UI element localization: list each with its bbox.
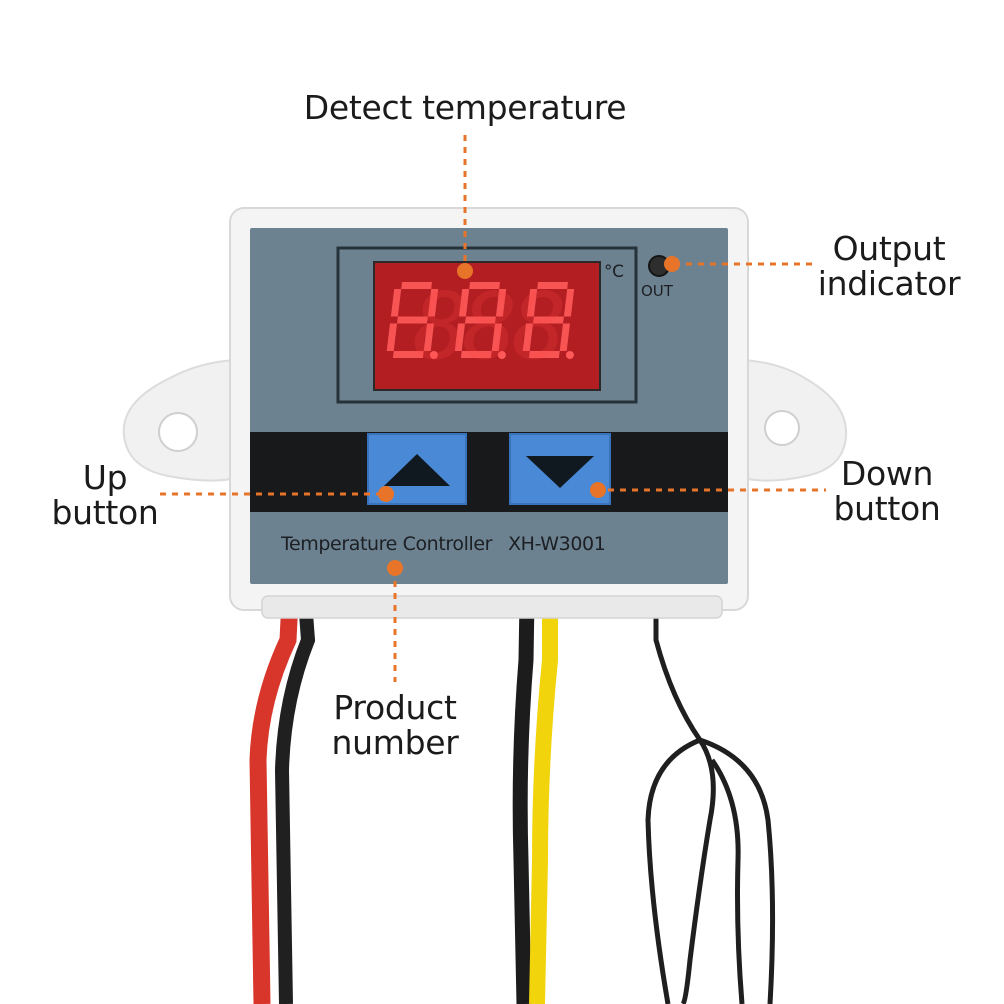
product-label: Temperature Controller XH-W3001	[281, 533, 606, 555]
segment-d	[528, 351, 560, 358]
callout-output-indicator-line1: Output	[832, 229, 946, 268]
segment-b	[427, 289, 439, 317]
display-bezel-outline	[336, 246, 638, 404]
segment-d	[392, 351, 424, 358]
callout-output-indicator: Output indicator	[808, 231, 970, 301]
callout-product-number: Product number	[315, 690, 475, 760]
up-button-dot	[378, 486, 394, 502]
segment-a	[469, 282, 500, 289]
segment-a	[401, 282, 432, 289]
celsius-unit-label: °C	[604, 262, 624, 282]
segment-b	[563, 289, 575, 317]
callout-down-button: Down button	[818, 456, 956, 526]
segment-e	[454, 323, 465, 351]
sensor-cable	[645, 600, 776, 1004]
callout-up-button-line2: button	[51, 493, 159, 532]
callout-up-button-line1: Up	[82, 458, 128, 497]
down-button-dot	[590, 482, 606, 498]
segment-g	[533, 316, 564, 324]
red-wire	[249, 599, 299, 1004]
down-arrow-icon	[526, 456, 594, 488]
segment-g	[465, 316, 496, 324]
button-strip	[250, 432, 728, 512]
seven-segment-digits	[386, 282, 575, 359]
callout-dots	[378, 256, 680, 576]
segment-f	[390, 289, 402, 317]
display-readout: 888	[412, 272, 567, 380]
segment-decimal-point	[565, 351, 574, 359]
segment-decimal-point	[429, 351, 438, 359]
black-relay-wire	[512, 599, 535, 1004]
callout-product-number-line1: Product	[333, 688, 457, 727]
segment-a	[537, 282, 568, 289]
callout-product-number-line2: number	[331, 723, 459, 762]
up-arrow-icon	[384, 454, 450, 486]
callout-down-button-line1: Down	[840, 454, 934, 493]
callout-detect-temperature-text: Detect temperature	[303, 88, 627, 127]
out-label: OUT	[641, 282, 673, 300]
callout-up-button: Up button	[30, 460, 180, 530]
left-mounting-hole	[158, 412, 198, 452]
callout-detect-temperature: Detect temperature	[290, 90, 640, 125]
callout-down-button-line2: button	[833, 489, 941, 528]
segment-c	[559, 323, 570, 351]
output-indicator-dot	[664, 256, 680, 272]
segment-b	[495, 289, 507, 317]
segment-f	[526, 289, 538, 317]
wires	[249, 599, 776, 1004]
yellow-relay-wire	[529, 600, 558, 1004]
segment-decimal-point	[497, 351, 506, 359]
right-mounting-hole	[764, 410, 800, 446]
detect-temperature-dot	[457, 263, 473, 279]
segment-d	[460, 351, 492, 358]
callout-leaders	[160, 135, 826, 682]
segment-c	[491, 323, 502, 351]
segment-c	[423, 323, 434, 351]
housing-bottom-lip	[261, 595, 723, 619]
black-power-wire	[274, 599, 316, 1004]
segment-e	[386, 323, 397, 351]
segment-g	[397, 316, 428, 324]
model-number: XH-W3001	[508, 533, 606, 555]
segment-e	[522, 323, 533, 351]
product-number-dot	[387, 560, 403, 576]
product-name: Temperature Controller	[281, 533, 493, 555]
segment-f	[458, 289, 470, 317]
callout-output-indicator-line2: indicator	[817, 264, 961, 303]
